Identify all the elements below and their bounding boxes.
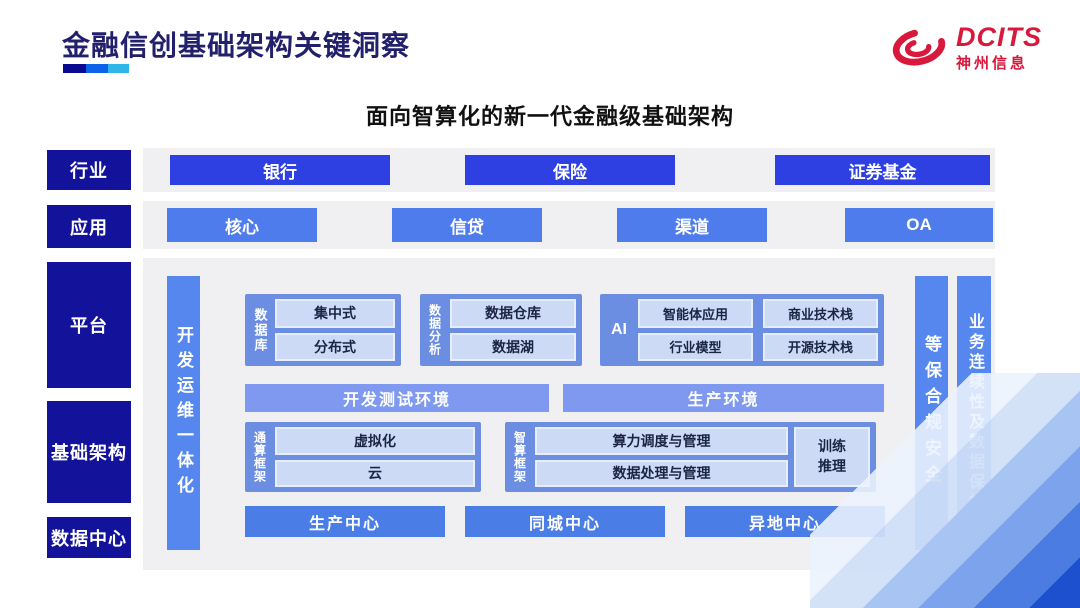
title-underline bbox=[63, 64, 129, 73]
diagram-subtitle: 面向智算化的新一代金融级基础架构 bbox=[365, 104, 734, 129]
center-remote: 异地中心 bbox=[685, 506, 885, 537]
bar-production-environment: 生产环境 bbox=[563, 384, 884, 412]
chip-data-warehouse: 数据仓库 bbox=[450, 299, 576, 328]
chip-centralized: 集中式 bbox=[275, 299, 395, 328]
chip-data-processing: 数据处理与管理 bbox=[535, 459, 788, 487]
rail-label-platform: 平台 bbox=[47, 262, 131, 388]
block-data-analytics-label: 数据分析 bbox=[427, 304, 442, 356]
block-data-analytics: 数据分析 数据仓库 数据湖 bbox=[420, 294, 582, 366]
underline-segment-dark bbox=[63, 64, 86, 73]
application-box-channel: 渠道 bbox=[617, 208, 767, 242]
chip-industry-models: 行业模型 bbox=[638, 332, 753, 361]
chip-compute-scheduling: 算力调度与管理 bbox=[535, 427, 788, 455]
center-same-city: 同城中心 bbox=[465, 506, 665, 537]
underline-segment-cyan bbox=[108, 64, 129, 73]
block-general-compute-label: 通算框架 bbox=[252, 431, 267, 483]
pillar-devops: 开发运维一体化 bbox=[167, 276, 200, 550]
rail-label-application: 应用 bbox=[47, 205, 131, 248]
chip-training-inference: 训练推理 bbox=[794, 427, 870, 487]
industry-box-bank: 银行 bbox=[170, 155, 390, 185]
chip-open-source-stack: 开源技术栈 bbox=[763, 332, 878, 361]
chip-agent-apps: 智能体应用 bbox=[638, 299, 753, 328]
industry-box-insurance: 保险 bbox=[465, 155, 675, 185]
chip-distributed: 分布式 bbox=[275, 332, 395, 361]
block-ai: AI 智能体应用 商业技术栈 行业模型 开源技术栈 bbox=[600, 294, 884, 366]
chip-commercial-stack: 商业技术栈 bbox=[763, 299, 878, 328]
chip-virtualization: 虚拟化 bbox=[275, 427, 475, 455]
block-ai-label: AI bbox=[611, 321, 627, 338]
logo-brand-text: DCITS bbox=[956, 21, 1042, 52]
block-smart-compute-label: 智算框架 bbox=[512, 431, 527, 483]
pillar-business-continuity: 业务连续性及数据保护 bbox=[957, 276, 991, 550]
block-smart-compute: 智算框架 算力调度与管理 数据处理与管理 训练推理 bbox=[505, 422, 876, 492]
swirl-icon bbox=[892, 28, 946, 66]
rail-label-datacenter: 数据中心 bbox=[47, 517, 131, 558]
chip-cloud: 云 bbox=[275, 459, 475, 487]
pillar-security-compliance: 等保合规安全 bbox=[915, 276, 948, 550]
logo-company-text: 神州信息 bbox=[956, 54, 1029, 72]
block-database-label: 数据库 bbox=[252, 307, 268, 353]
chip-training-inference-text: 训练推理 bbox=[818, 438, 846, 474]
block-database: 数据库 集中式 分布式 bbox=[245, 294, 401, 366]
dcits-logo: DCITS 神州信息 bbox=[890, 18, 1042, 76]
page-title: 金融信创基础架构关键洞察 bbox=[62, 30, 411, 61]
application-box-credit: 信贷 bbox=[392, 208, 542, 242]
rail-label-industry: 行业 bbox=[47, 150, 131, 190]
bar-dev-test-environment: 开发测试环境 bbox=[245, 384, 549, 412]
industry-box-securities: 证券基金 bbox=[775, 155, 990, 185]
block-general-compute: 通算框架 虚拟化 云 bbox=[245, 422, 481, 492]
application-box-core: 核心 bbox=[167, 208, 317, 242]
underline-segment-blue bbox=[86, 64, 108, 73]
chip-data-lake: 数据湖 bbox=[450, 332, 576, 361]
application-box-oa: OA bbox=[845, 208, 993, 242]
center-production: 生产中心 bbox=[245, 506, 445, 537]
rail-label-infrastructure: 基础架构 bbox=[47, 401, 131, 503]
